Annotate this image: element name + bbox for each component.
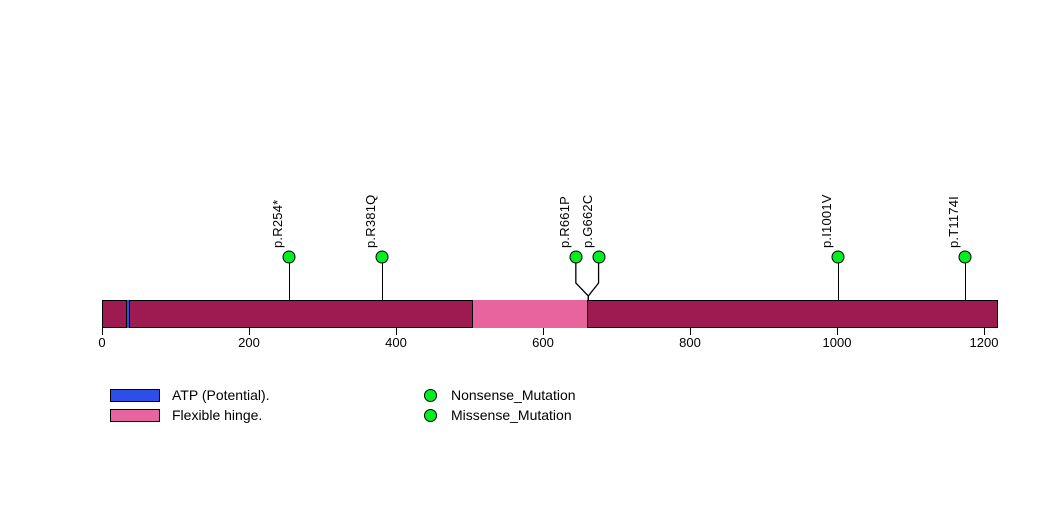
axis-tick-label: 1200 — [969, 335, 999, 350]
lollipop-stem — [382, 257, 384, 328]
legend-item-label: ATP (Potential). — [172, 387, 270, 403]
domain-region[interactable] — [126, 300, 131, 328]
mutation-marker[interactable] — [958, 250, 972, 264]
legend-item[interactable]: ATP (Potential). — [110, 386, 270, 404]
domain-region[interactable] — [472, 300, 588, 328]
axis-tick-label: 600 — [532, 335, 554, 350]
legend-item-label: Flexible hinge. — [172, 407, 263, 423]
axis-tick-label: 800 — [679, 335, 701, 350]
axis-tick-label: 400 — [385, 335, 407, 350]
axis-tick — [984, 328, 985, 335]
legend-color-swatch — [110, 388, 160, 402]
legend-item[interactable]: Missense_Mutation — [420, 406, 576, 424]
mutation-marker[interactable] — [592, 250, 606, 264]
protein-backbone — [102, 300, 998, 328]
axis-tick-label: 200 — [238, 335, 260, 350]
lollipop-stem — [288, 257, 290, 328]
lollipop-stem — [964, 257, 967, 328]
legend-domain-column: ATP (Potential). Flexible hinge. — [110, 386, 270, 426]
mutation-marker[interactable] — [569, 250, 583, 264]
legend-color-swatch — [110, 408, 160, 422]
axis-tick-label: 0 — [98, 335, 106, 350]
legend-color-dot — [424, 408, 437, 422]
axis-tick-label: 1000 — [822, 335, 852, 350]
mutation-label: p.R381Q — [363, 194, 379, 248]
mutation-label: p.I1001V — [818, 194, 834, 248]
axis-tick — [837, 328, 838, 335]
residue-axis: 0 200 400 600 800 1000 1200 — [0, 328, 1047, 358]
mutation-label: p.R661P — [556, 196, 572, 248]
axis-tick — [690, 328, 691, 335]
legend-color-dot — [424, 388, 437, 402]
mutation-label: p.T1174I — [945, 196, 961, 248]
mutation-marker[interactable] — [831, 250, 845, 264]
mutation-label: p.G662C — [579, 194, 595, 248]
mutation-label: p.R254* — [269, 199, 285, 248]
axis-tick — [249, 328, 250, 335]
mutation-marker[interactable] — [375, 250, 389, 264]
lollipop-stem — [837, 257, 840, 328]
legend-item[interactable]: Nonsense_Mutation — [420, 386, 576, 404]
mutation-marker[interactable] — [282, 250, 296, 264]
legend: ATP (Potential). Flexible hinge. Nonsense… — [0, 380, 1047, 440]
legend-item-label: Missense_Mutation — [451, 407, 572, 423]
legend-item[interactable]: Flexible hinge. — [110, 406, 270, 424]
axis-tick — [102, 328, 103, 335]
axis-tick — [396, 328, 397, 335]
legend-item-label: Nonsense_Mutation — [451, 387, 576, 403]
axis-tick — [543, 328, 544, 335]
